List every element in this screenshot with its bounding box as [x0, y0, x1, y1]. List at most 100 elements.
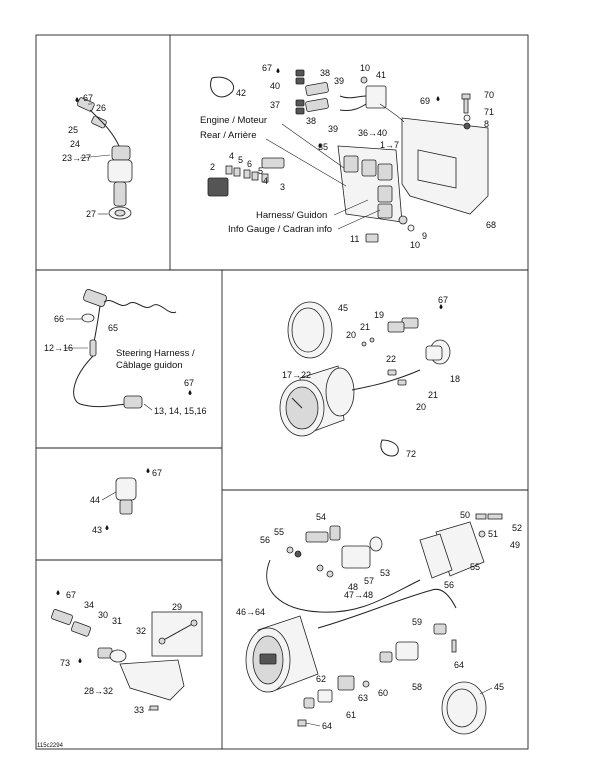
callout: 67 — [438, 295, 448, 305]
callout: 33 — [134, 705, 144, 715]
callout: 59 — [412, 617, 422, 627]
drop-icon — [78, 658, 82, 663]
callout: 56 — [260, 535, 270, 545]
sensor-body — [107, 159, 133, 183]
panel-tachometer: 45 19 67 20 21 17→22 22 18 21 20 72 — [279, 295, 460, 459]
callout: 5 — [258, 166, 263, 176]
relay — [365, 85, 387, 109]
callout: 1→7 — [380, 140, 399, 150]
callout: 20 — [346, 330, 356, 340]
callout: 21 — [428, 390, 438, 400]
callout: 52 — [512, 523, 522, 533]
sensor-head — [111, 145, 131, 161]
callout: 6 — [247, 159, 252, 169]
connector-plug — [123, 395, 143, 409]
callout: 42 — [236, 88, 246, 98]
callout: 17→22 — [282, 370, 311, 380]
callout: 4 — [263, 176, 268, 186]
relay-block — [207, 177, 229, 197]
callout: 10 — [410, 240, 420, 250]
panel-electrical-module: 42 67 40 38 39 10 41 37 38 39 69 70 71 8 — [200, 63, 496, 250]
panel-switch-assembly: 67 34 30 31 32 29 73 28→32 33 — [51, 590, 203, 715]
callout: 67 — [184, 378, 194, 388]
callout: 43 — [92, 525, 102, 535]
callout: 34 — [84, 600, 94, 610]
callout: 28→32 — [84, 686, 113, 696]
callout: 38 — [306, 116, 316, 126]
callout: 3 — [280, 182, 285, 192]
switch-knob — [109, 649, 127, 663]
panel-frames — [35, 34, 529, 750]
callout: 31 — [112, 616, 122, 626]
callout: 64 — [322, 721, 332, 731]
gauge-body — [325, 367, 355, 417]
drop-icon — [146, 468, 150, 473]
drop-icon — [75, 97, 79, 102]
callout: 57 — [364, 576, 374, 586]
sensor-probe — [89, 339, 97, 357]
callout: 30 — [98, 610, 108, 620]
panel-sensor-44: 67 44 43 — [90, 468, 162, 535]
callout: 51 — [488, 529, 498, 539]
callout: 67 — [152, 468, 162, 478]
callout: 27 — [86, 209, 96, 219]
callout: 58 — [412, 682, 422, 692]
drop-icon — [105, 525, 109, 530]
callout: 8 — [484, 119, 489, 129]
callout: 18 — [450, 374, 460, 384]
callout: 10 — [360, 63, 370, 73]
callout: 9 — [422, 231, 427, 241]
callout: 50 — [460, 510, 470, 520]
callout: 46→64 — [236, 607, 265, 617]
callout: 5 — [238, 155, 243, 165]
drop-icon — [276, 68, 280, 73]
callout: 23→27 — [62, 153, 91, 163]
callout: 44 — [90, 495, 100, 505]
callout: 11 — [350, 234, 359, 244]
drop-icon — [188, 390, 192, 395]
callout: 62 — [316, 674, 326, 684]
label-rear: Rear / Arrière — [200, 130, 257, 141]
callout: 41 — [376, 70, 386, 80]
callout: 29 — [172, 602, 182, 612]
cable-tie — [210, 76, 234, 98]
label-engine: Engine / Moteur — [200, 115, 267, 126]
callout: 53 — [380, 568, 390, 578]
callout: 48 — [348, 582, 358, 592]
callout: 38 — [320, 68, 330, 78]
callout: 55 — [470, 562, 480, 572]
callout: 21 — [360, 322, 370, 332]
sensor-connector — [76, 97, 95, 112]
callout: 4 — [229, 151, 234, 161]
cable-tie — [380, 439, 399, 457]
callout: 20 — [416, 402, 426, 412]
callout: 40 — [270, 81, 280, 91]
drop-icon — [56, 590, 60, 595]
callout: 67 — [66, 590, 76, 600]
callout: 32 — [136, 626, 146, 636]
sensor-plug — [91, 115, 107, 129]
callout: 26 — [96, 103, 106, 113]
callout: 19 — [374, 310, 384, 320]
coiled-wire — [103, 300, 177, 314]
callout: 63 — [358, 693, 368, 703]
callout: 36→40 — [358, 128, 387, 138]
callout: 39 — [328, 124, 338, 134]
drop-icon — [318, 143, 322, 148]
drop-icon — [436, 96, 440, 101]
detail-box — [151, 611, 203, 657]
callout: 13, 14, 15,16 — [154, 406, 207, 416]
callout: 71 — [484, 107, 494, 117]
sensor-shaft — [113, 181, 127, 207]
label-info-gauge: Info Gauge / Cadran info — [228, 224, 332, 235]
callout: 35 — [318, 142, 328, 152]
callout: 12→16 — [44, 343, 73, 353]
callout: 2 — [210, 162, 215, 172]
callout: 68 — [486, 220, 496, 230]
callout: 22 — [386, 354, 396, 364]
heating-connector — [83, 289, 107, 307]
callout: 61 — [346, 710, 356, 720]
callout: 54 — [316, 512, 326, 522]
callout: 45 — [338, 303, 348, 313]
